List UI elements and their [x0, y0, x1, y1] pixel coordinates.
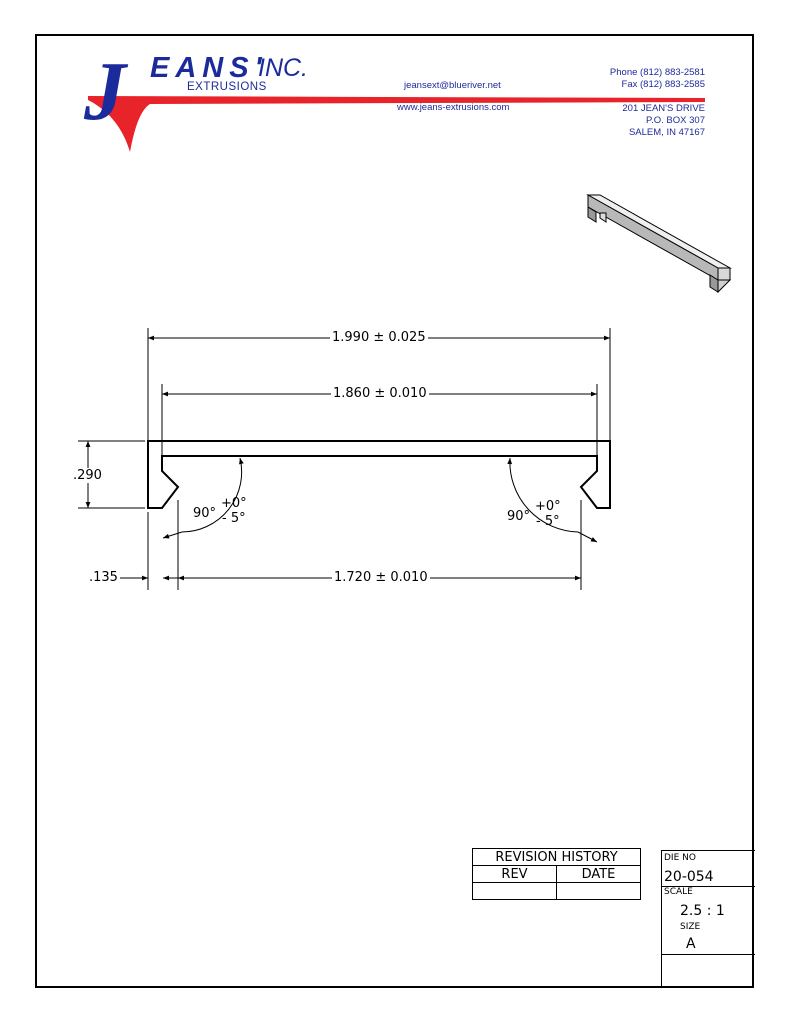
company-phone-fax: Phone (812) 883-2581 Fax (812) 883-2585 — [610, 67, 705, 91]
logo-text-eans: EANS' — [150, 52, 268, 84]
title-block-empty-cell — [662, 954, 755, 988]
part-profile — [147, 440, 611, 509]
die-no-cell: DIE NO 20-054 — [662, 850, 755, 886]
revision-rev-cell — [472, 882, 557, 900]
die-no-label: DIE NO — [664, 853, 696, 863]
angle-leader-left — [162, 531, 183, 539]
logo-text-inc: INC. — [258, 54, 308, 82]
revision-history-title: REVISION HISTORY — [472, 848, 641, 866]
scale-size-cell: SCALE 2.5 : 1 SIZE A — [662, 886, 755, 954]
size-label: SIZE — [680, 922, 701, 932]
logo-text-extrusions: EXTRUSIONS — [187, 81, 267, 93]
angle-left-plus: +0° — [221, 496, 247, 511]
dim-overall-width: 1.990 ± 0.025 — [330, 330, 428, 345]
revision-col-rev: REV — [472, 865, 557, 883]
dim-height: .290 — [71, 468, 104, 483]
logo-letter-j: J — [84, 45, 126, 138]
dim-opening-width: 1.720 ± 0.010 — [332, 570, 430, 585]
company-email[interactable]: jeansext@blueriver.net — [404, 80, 501, 91]
dim-lip: .135 — [87, 570, 120, 585]
drawing-frame — [35, 34, 754, 988]
revision-history-table: REVISION HISTORY REV DATE — [472, 848, 641, 900]
angle-arc-left — [181, 457, 244, 533]
company-phone: Phone (812) 883-2581 — [609, 67, 705, 78]
address-line-2: P.O. BOX 307 — [646, 115, 705, 126]
angle-left-minus: - 5° — [222, 511, 246, 526]
revision-col-date: DATE — [556, 865, 641, 883]
size-value: A — [686, 936, 696, 952]
angle-right-main: 90° — [507, 509, 531, 524]
angle-right-plus: +0° — [535, 499, 561, 514]
revision-date-cell — [556, 882, 641, 900]
angle-left-main: 90° — [193, 506, 217, 521]
angle-leader-right — [577, 531, 598, 543]
angle-right-minus: - 5° — [536, 514, 560, 529]
dim-inner-width: 1.860 ± 0.010 — [331, 386, 429, 401]
angle-arc-right — [507, 457, 579, 533]
extension-lines — [78, 328, 611, 590]
scale-value: 2.5 : 1 — [680, 903, 725, 919]
die-no-value: 20-054 — [664, 869, 714, 885]
company-website[interactable]: www.jeans-extrusions.com — [397, 102, 510, 113]
address-line-3: SALEM, IN 47167 — [628, 127, 705, 138]
scale-label: SCALE — [664, 887, 693, 897]
isometric-part-view — [586, 194, 732, 294]
company-fax: Fax (812) 883-2585 — [621, 79, 705, 90]
company-address: 201 JEAN'S DRIVE P.O. BOX 307 SALEM, IN … — [622, 103, 705, 139]
title-block: DIE NO 20-054 SCALE 2.5 : 1 SIZE A — [661, 850, 755, 988]
address-line-1: 201 JEAN'S DRIVE — [622, 103, 705, 114]
